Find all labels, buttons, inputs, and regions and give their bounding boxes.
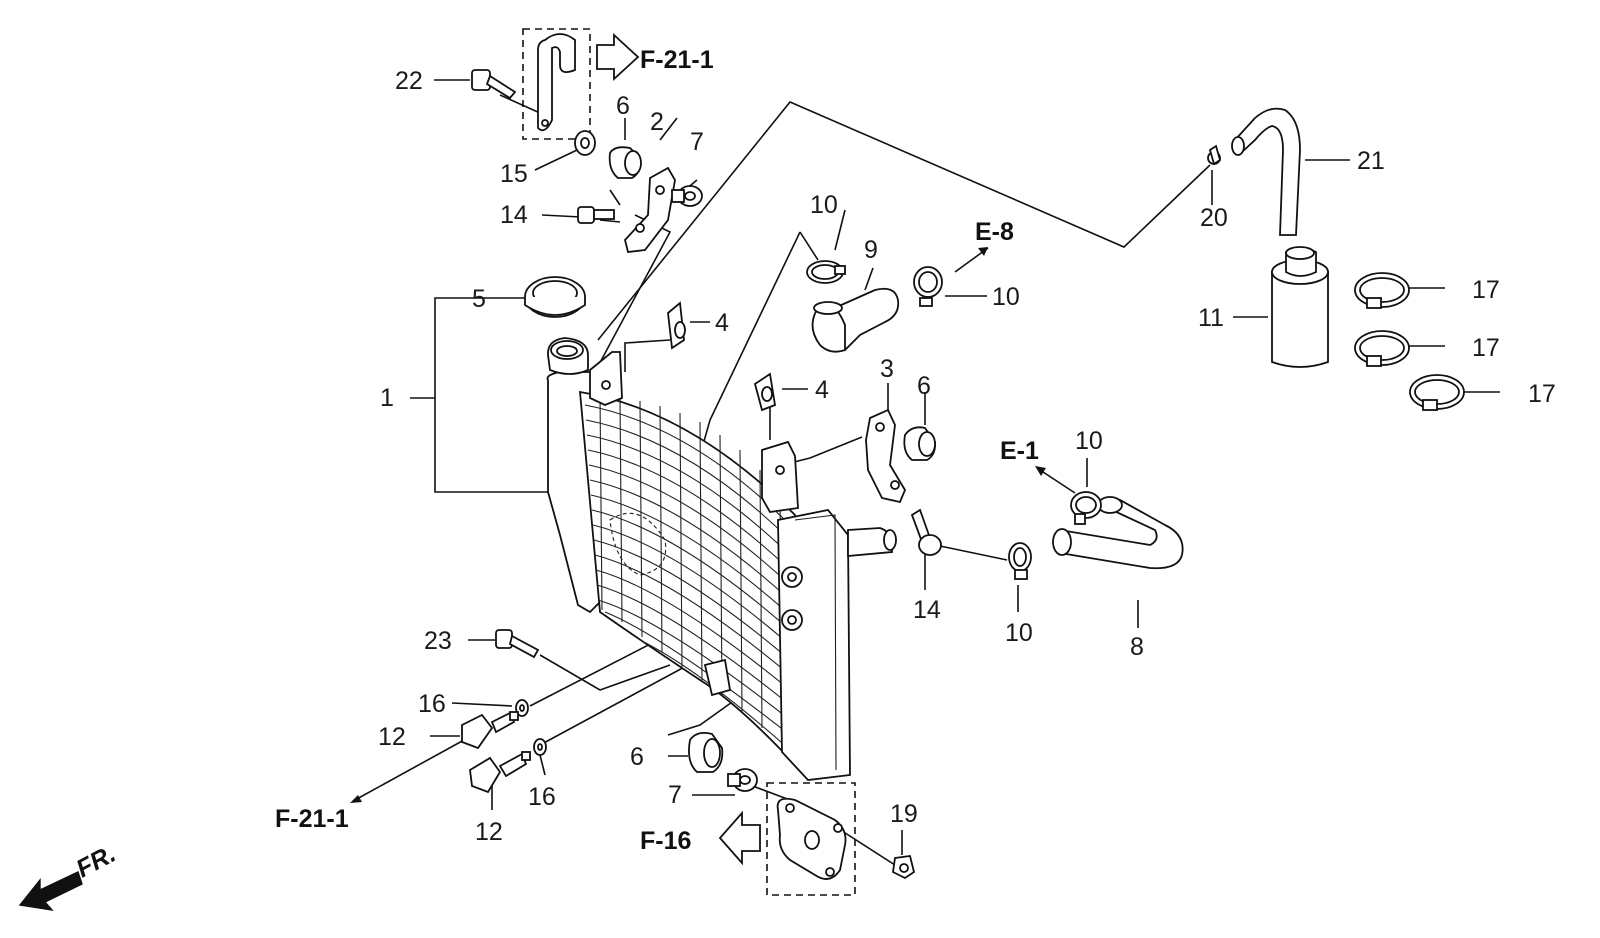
reserve-tank bbox=[1207, 107, 1465, 411]
top-bracket-f21 bbox=[537, 33, 576, 132]
label-part-7-top: 7 bbox=[690, 128, 704, 156]
reference-boxes bbox=[522, 28, 856, 896]
ref-arrows bbox=[18, 32, 761, 911]
radiator bbox=[546, 337, 897, 781]
label-part-10-bottom: 10 bbox=[1005, 619, 1033, 647]
label-part-17-b: 17 bbox=[1472, 334, 1500, 362]
leader-lines bbox=[350, 79, 1500, 866]
label-part-10-e1: 10 bbox=[1075, 427, 1103, 455]
label-part-5: 5 bbox=[472, 285, 486, 313]
label-part-7-bottom: 7 bbox=[668, 781, 682, 809]
label-part-6-mid: 6 bbox=[917, 372, 931, 400]
label-part-17-a: 17 bbox=[1472, 276, 1500, 304]
label-part-4-upper: 4 bbox=[715, 309, 729, 337]
label-part-22: 22 bbox=[395, 67, 423, 95]
ref-f21-1-bottom: F-21-1 bbox=[275, 805, 349, 833]
label-part-19: 19 bbox=[890, 800, 918, 828]
ref-f16: F-16 bbox=[640, 827, 691, 855]
label-part-16-lower: 16 bbox=[528, 783, 556, 811]
label-part-9: 9 bbox=[864, 236, 878, 264]
label-part-10-right: 10 bbox=[992, 283, 1020, 311]
label-part-6-top: 6 bbox=[616, 92, 630, 120]
label-part-17-c: 17 bbox=[1528, 380, 1556, 408]
label-part-12-upper: 12 bbox=[378, 723, 406, 751]
label-part-20: 20 bbox=[1200, 204, 1228, 232]
bracket-3 bbox=[865, 408, 942, 556]
label-part-16-upper: 16 bbox=[418, 690, 446, 718]
label-part-12-lower: 12 bbox=[475, 818, 503, 846]
top-small-parts bbox=[471, 69, 777, 412]
radiator-cap bbox=[524, 276, 586, 318]
label-part-3: 3 bbox=[880, 355, 894, 383]
part-number-labels: 1 2 3 4 4 5 6 6 6 7 7 8 9 10 10 10 10 11… bbox=[378, 67, 1556, 846]
ref-e8: E-8 bbox=[975, 218, 1014, 246]
label-part-1: 1 bbox=[380, 384, 394, 412]
label-part-4-lower: 4 bbox=[815, 376, 829, 404]
label-part-14-top: 14 bbox=[500, 201, 528, 229]
lower-left-parts bbox=[461, 629, 547, 794]
label-part-14-mid: 14 bbox=[913, 596, 941, 624]
ref-e1: E-1 bbox=[1000, 437, 1039, 465]
label-part-15: 15 bbox=[500, 160, 528, 188]
label-part-8: 8 bbox=[1130, 633, 1144, 661]
bottom-parts bbox=[688, 731, 916, 880]
label-part-11: 11 bbox=[1198, 304, 1224, 332]
label-part-6-bottom: 6 bbox=[630, 743, 644, 771]
label-part-2: 2 bbox=[650, 108, 664, 136]
hose-8 bbox=[1008, 491, 1184, 580]
ref-f21-1-top: F-21-1 bbox=[640, 46, 714, 74]
label-part-21: 21 bbox=[1357, 147, 1385, 175]
label-part-10-top: 10 bbox=[810, 191, 838, 219]
hose-9 bbox=[806, 260, 943, 353]
label-part-23: 23 bbox=[424, 627, 452, 655]
